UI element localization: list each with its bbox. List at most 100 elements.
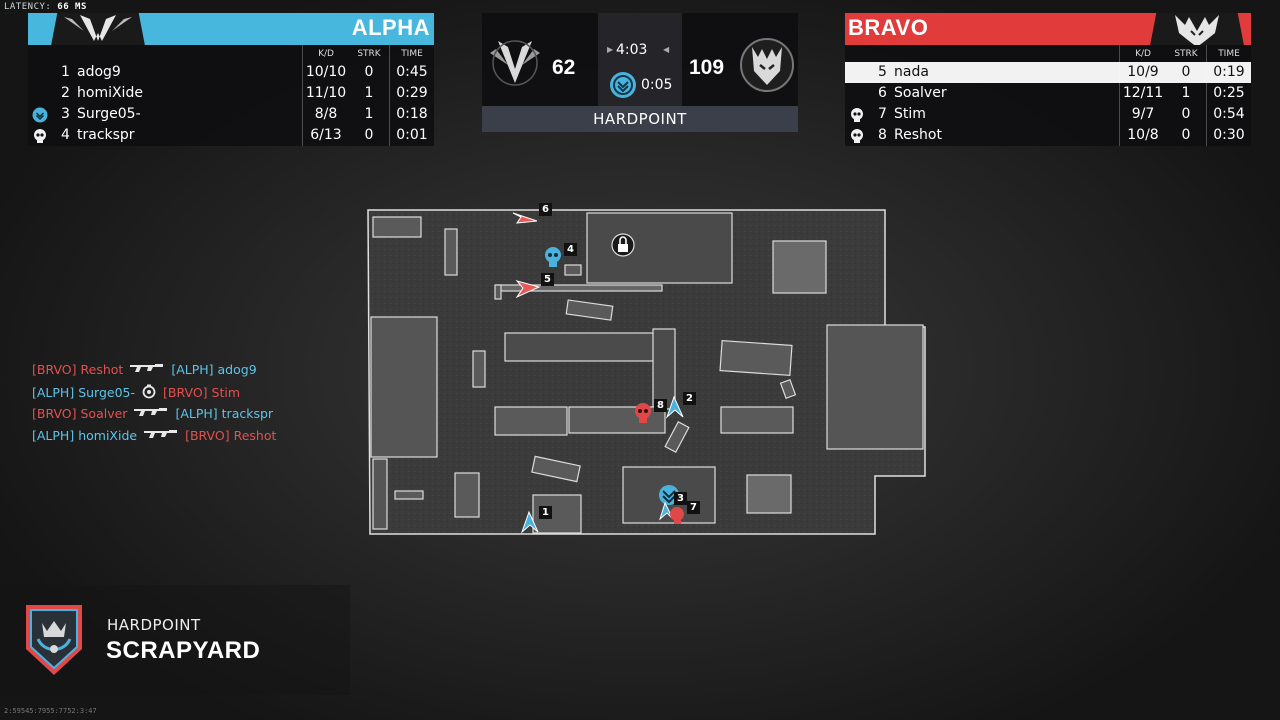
killer-tag: [ALPH] bbox=[32, 385, 75, 400]
bravo-header: BRAVO bbox=[845, 13, 1251, 45]
game-mode-label: HARDPOINT bbox=[482, 106, 798, 132]
player-number: 3 bbox=[61, 106, 70, 122]
marker-6-label: 6 bbox=[539, 203, 552, 216]
victim-tag: [ALPH] bbox=[171, 362, 214, 377]
alpha-score: 62 bbox=[552, 56, 576, 79]
killer-name: Surge05- bbox=[78, 385, 136, 400]
marker-2-label: 2 bbox=[683, 392, 696, 405]
bravo-stat-headers: K/D STRK TIME bbox=[1135, 49, 1240, 59]
killer-name: homiXide bbox=[78, 428, 138, 443]
victim-name: Stim bbox=[211, 385, 241, 400]
player-kd: 9/7 bbox=[1131, 106, 1155, 122]
killer-tag: [BRVO] bbox=[32, 362, 77, 377]
rifle-icon bbox=[133, 406, 169, 421]
victim-tag: [BRVO] bbox=[163, 385, 208, 400]
marker-2-player-arrow-icon bbox=[665, 395, 684, 419]
player-name: nada bbox=[894, 64, 929, 80]
player-number: 8 bbox=[878, 127, 887, 143]
player-streak: 0 bbox=[1181, 64, 1191, 80]
hardpoint-timer: 0:05 bbox=[641, 77, 673, 93]
alpha-team-name: ALPHA bbox=[351, 15, 430, 40]
killfeed-entry: [BRVO] Reshot [ALPH] adog9 bbox=[32, 361, 352, 383]
player-time: 0:19 bbox=[1213, 64, 1245, 80]
killer-tag: [BRVO] bbox=[32, 406, 77, 421]
player-number: 6 bbox=[878, 85, 887, 101]
skull-icon bbox=[32, 128, 48, 144]
latency-value: 66 MS bbox=[57, 2, 87, 12]
bravo-logo-icon bbox=[740, 38, 794, 92]
victim-tag: [BRVO] bbox=[185, 428, 230, 443]
mode-info-mode: HARDPOINT bbox=[107, 616, 201, 634]
player-kd: 6/13 bbox=[310, 127, 342, 143]
player-kd: 10/8 bbox=[1127, 127, 1159, 143]
player-streak: 0 bbox=[364, 64, 374, 80]
player-kd: 8/8 bbox=[314, 106, 338, 122]
player-time: 0:25 bbox=[1213, 85, 1245, 101]
killer-tag: [ALPH] bbox=[32, 428, 75, 443]
minimap: 6 4 5 8 2 3 7 1 bbox=[365, 203, 931, 545]
killer-name: Soalver bbox=[80, 406, 128, 421]
player-time: 0:01 bbox=[396, 127, 428, 143]
marker-6-player-arrow-icon bbox=[512, 212, 538, 224]
alpha-player-row: 3 Surge05- 8/8 1 0:18 bbox=[28, 104, 434, 125]
player-number: 4 bbox=[61, 127, 70, 143]
build-id: 2:59545:7955:7752:3:47 bbox=[4, 707, 97, 715]
player-time: 0:54 bbox=[1213, 106, 1245, 122]
bravo-emblem-icon bbox=[1149, 13, 1245, 45]
victim-tag: [ALPH] bbox=[175, 406, 218, 421]
killer-name: Reshot bbox=[80, 362, 124, 377]
clock-left-arrow-icon: ▶ bbox=[607, 45, 614, 54]
player-time: 0:18 bbox=[396, 106, 428, 122]
player-streak: 0 bbox=[364, 127, 374, 143]
player-streak: 0 bbox=[1181, 127, 1191, 143]
alpha-header: ALPHA bbox=[28, 13, 434, 45]
player-number: 5 bbox=[878, 64, 887, 80]
marker-3-label: 3 bbox=[674, 492, 687, 505]
player-name: Reshot bbox=[894, 127, 942, 143]
marker-1-player-arrow-icon bbox=[520, 510, 539, 534]
match-score: 62 ▶ 4:03 ◀ 0:05 109 bbox=[482, 13, 798, 106]
killfeed-entry: [ALPH] homiXide [BRVO] Reshot bbox=[32, 427, 352, 449]
victim-name: trackspr bbox=[221, 406, 274, 421]
player-time: 0:30 bbox=[1213, 127, 1245, 143]
marker-7-skull-icon bbox=[670, 507, 684, 524]
alpha-emblem-icon bbox=[50, 13, 146, 45]
player-name: Surge05- bbox=[77, 106, 141, 122]
status-empty bbox=[849, 65, 865, 81]
player-streak: 1 bbox=[1181, 85, 1191, 101]
alpha-logo-icon bbox=[490, 40, 540, 86]
player-kd: 12/11 bbox=[1122, 85, 1164, 101]
player-name: trackspr bbox=[77, 127, 135, 143]
marker-8-skull-icon bbox=[635, 403, 651, 423]
player-name: homiXide bbox=[77, 85, 143, 101]
clock-right-arrow-icon: ◀ bbox=[663, 45, 670, 54]
player-number: 7 bbox=[878, 106, 887, 122]
player-name: adog9 bbox=[77, 64, 121, 80]
player-time: 0:29 bbox=[396, 85, 428, 101]
killfeed-entry: [BRVO] Soalver [ALPH] trackspr bbox=[32, 405, 352, 427]
hardpoint-icon bbox=[610, 72, 636, 98]
status-empty bbox=[849, 86, 865, 102]
player-name: Stim bbox=[894, 106, 926, 122]
match-clock: 4:03 bbox=[616, 42, 648, 58]
marker-4-label: 4 bbox=[564, 243, 577, 256]
killfeed-entry: [ALPH] Surge05- [BRVO] Stim bbox=[32, 383, 352, 405]
marker-1-label: 1 bbox=[539, 506, 552, 519]
status-empty bbox=[32, 86, 48, 102]
latency-readout: LATENCY: 66 MS bbox=[4, 2, 87, 12]
player-number: 1 bbox=[61, 64, 70, 80]
marker-5-label: 5 bbox=[541, 273, 554, 286]
player-streak: 0 bbox=[1181, 106, 1191, 122]
player-kd: 10/10 bbox=[305, 64, 347, 80]
skull-icon bbox=[849, 128, 865, 144]
mode-info-map: SCRAPYARD bbox=[106, 637, 261, 664]
status-empty bbox=[32, 65, 48, 81]
victim-name: adog9 bbox=[217, 362, 257, 377]
rank-shield-icon bbox=[26, 605, 82, 675]
player-streak: 1 bbox=[364, 106, 374, 122]
victim-name: Reshot bbox=[233, 428, 277, 443]
